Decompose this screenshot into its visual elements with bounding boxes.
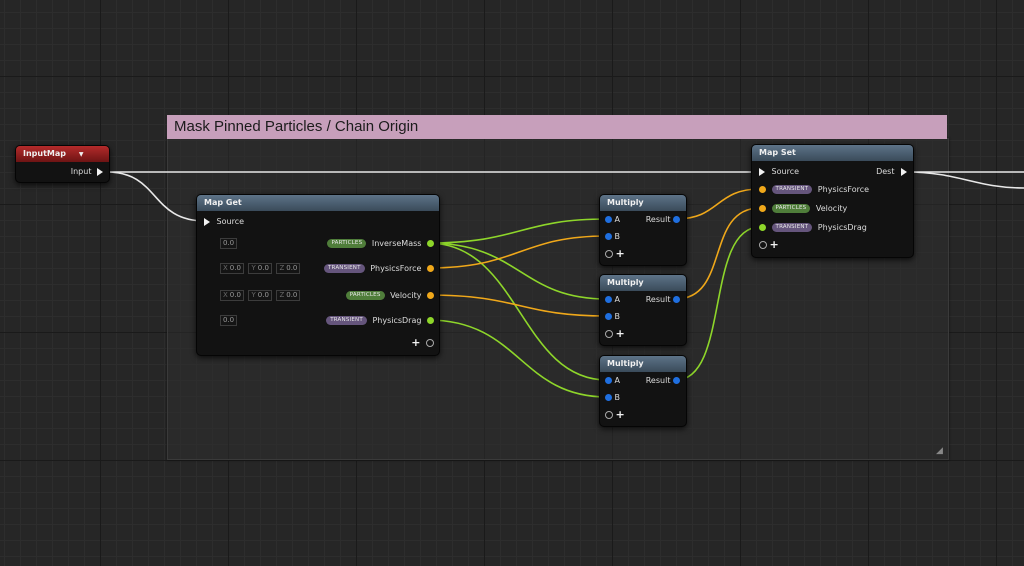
input-pin-label: Input xyxy=(70,167,92,176)
resize-grip-icon[interactable]: ◢ xyxy=(936,446,943,456)
output-pin-icon[interactable] xyxy=(427,240,434,247)
add-pin-icon[interactable]: + xyxy=(615,327,625,340)
multiply-header[interactable]: Multiply xyxy=(600,356,686,372)
result-label: Result xyxy=(645,376,671,385)
output-pin-icon[interactable] xyxy=(427,292,434,299)
attribute-label: PhysicsForce xyxy=(817,185,870,194)
input-pin-icon[interactable] xyxy=(605,313,612,320)
result-label: Result xyxy=(645,295,671,304)
exec-in-pin-icon[interactable] xyxy=(204,217,210,226)
multiply-node[interactable]: Multiply A Result B + xyxy=(599,355,687,427)
attribute-label: Velocity xyxy=(815,204,848,213)
multiply-node[interactable]: Multiply A Result B + xyxy=(599,194,687,266)
add-pin-ring-icon[interactable] xyxy=(426,339,434,347)
map-get-header[interactable]: Map Get xyxy=(197,195,439,211)
dest-label: Dest xyxy=(876,167,895,176)
namespace-badge: TRANSIENT xyxy=(323,264,365,273)
dropdown-icon[interactable]: ▼ xyxy=(78,151,84,158)
input-pin-icon[interactable] xyxy=(605,216,612,223)
attribute-label: PhysicsForce xyxy=(370,264,422,273)
map-get-node[interactable]: Map Get Source 0.0 PARTICLES InverseMass… xyxy=(196,194,440,356)
output-pin-icon[interactable] xyxy=(673,296,680,303)
input-pin-icon[interactable] xyxy=(605,394,612,401)
multiply-header[interactable]: Multiply xyxy=(600,275,686,291)
input-map-node[interactable]: InputMap ▼ Input xyxy=(15,145,110,183)
comment-title[interactable]: Mask Pinned Particles / Chain Origin xyxy=(167,115,947,139)
map-set-node[interactable]: Map Set Source Dest TRANSIENT PhysicsFor… xyxy=(751,144,914,258)
attribute-label: InverseMass xyxy=(371,239,422,248)
pin-b-label: B xyxy=(614,393,621,402)
pin-a-label: A xyxy=(614,376,621,385)
multiply-node[interactable]: Multiply A Result B + xyxy=(599,274,687,346)
pin-a-label: A xyxy=(614,215,621,224)
namespace-badge: TRANSIENT xyxy=(771,185,813,194)
add-pin-ring-icon[interactable] xyxy=(605,250,613,258)
add-pin-ring-icon[interactable] xyxy=(759,241,767,249)
input-pin-icon[interactable] xyxy=(759,224,766,231)
output-pin-icon[interactable] xyxy=(673,377,680,384)
input-pin-icon[interactable] xyxy=(759,186,766,193)
namespace-badge: PARTICLES xyxy=(345,291,385,300)
input-map-header[interactable]: InputMap ▼ xyxy=(16,146,109,162)
input-pin-icon[interactable] xyxy=(605,296,612,303)
pin-a-label: A xyxy=(614,295,621,304)
exec-in-pin-icon[interactable] xyxy=(759,167,765,176)
namespace-badge: PARTICLES xyxy=(771,204,811,213)
pin-b-label: B xyxy=(614,232,621,241)
input-pin-icon[interactable] xyxy=(605,233,612,240)
output-pin-icon[interactable] xyxy=(427,265,434,272)
pin-b-label: B xyxy=(614,312,621,321)
attribute-label: PhysicsDrag xyxy=(817,223,867,232)
namespace-badge: TRANSIENT xyxy=(771,223,813,232)
namespace-badge: PARTICLES xyxy=(327,239,367,248)
output-pin-icon[interactable] xyxy=(673,216,680,223)
value-field[interactable]: 0.0 xyxy=(220,238,238,249)
output-pin-icon[interactable] xyxy=(427,317,434,324)
input-pin-icon[interactable] xyxy=(605,377,612,384)
multiply-header[interactable]: Multiply xyxy=(600,195,686,211)
add-pin-icon[interactable]: + xyxy=(615,408,625,421)
source-label: Source xyxy=(771,167,800,176)
input-pin-icon[interactable] xyxy=(759,205,766,212)
result-label: Result xyxy=(645,215,671,224)
add-pin-icon[interactable]: + xyxy=(615,247,625,260)
namespace-badge: TRANSIENT xyxy=(326,316,367,325)
attribute-label: PhysicsDrag xyxy=(372,316,422,325)
value-field[interactable]: 0.0 xyxy=(220,315,238,326)
add-pin-ring-icon[interactable] xyxy=(605,411,613,419)
input-map-title: InputMap xyxy=(23,149,67,158)
exec-out-pin-icon[interactable] xyxy=(97,167,103,176)
exec-out-pin-icon[interactable] xyxy=(901,167,907,176)
add-pin-icon[interactable]: + xyxy=(411,336,421,349)
source-label: Source xyxy=(216,217,245,226)
map-set-header[interactable]: Map Set xyxy=(752,145,913,161)
attribute-label: Velocity xyxy=(390,291,422,300)
add-pin-icon[interactable]: + xyxy=(769,238,779,251)
add-pin-ring-icon[interactable] xyxy=(605,330,613,338)
